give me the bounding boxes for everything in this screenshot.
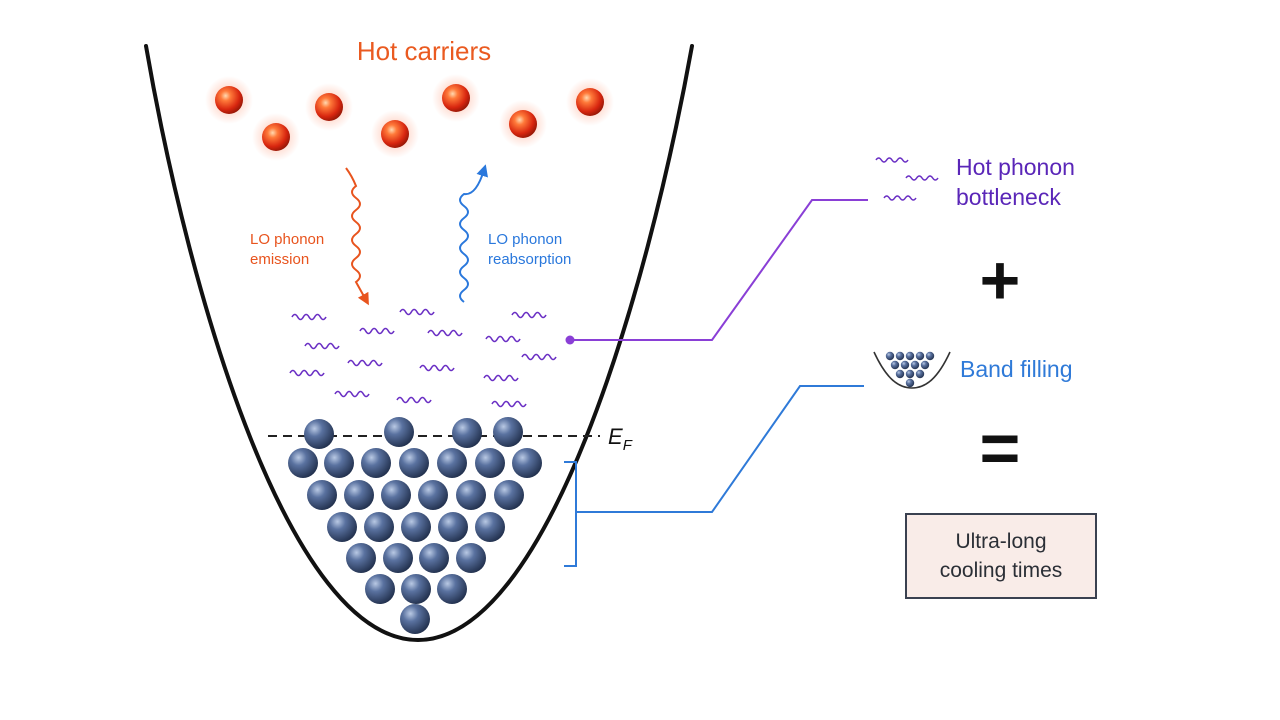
legend-electron [895, 369, 905, 379]
hot-carrier [262, 123, 290, 151]
emission-label-line1: LO phonon [250, 231, 324, 248]
electron [400, 604, 430, 634]
electron [418, 480, 448, 510]
legend-phonon-squiggle [883, 195, 917, 201]
electron [346, 543, 376, 573]
legend-electron [895, 351, 905, 361]
phonon-icon [511, 311, 547, 319]
electron [344, 480, 374, 510]
phonon-connector-line [574, 199, 868, 341]
phonon-cloud [289, 308, 557, 408]
result-line1: Ultra-long [955, 530, 1047, 553]
equals-sign: = [980, 409, 1021, 487]
electron [419, 543, 449, 573]
electron-sea [288, 417, 542, 634]
electron [401, 574, 431, 604]
electron [493, 417, 523, 447]
fermi-symbol: E [608, 424, 623, 449]
electron [437, 448, 467, 478]
phonon-icon [419, 364, 455, 372]
phonon-icon [289, 369, 325, 377]
phonon-icon [347, 359, 383, 367]
lo-phonon-emission-arrow [345, 167, 369, 306]
electron [475, 448, 505, 478]
phonon-icon [485, 335, 521, 343]
hot-carrier [509, 110, 537, 138]
hot-phonon-icon [875, 157, 939, 201]
plus-sign: + [980, 241, 1021, 319]
band-connector-line [586, 385, 864, 513]
hot-carriers-group [205, 74, 614, 161]
phonon-icon [291, 313, 327, 321]
electron [307, 480, 337, 510]
legend-electron [890, 360, 900, 370]
band-filling-label: Band filling [960, 356, 1073, 382]
electron [364, 512, 394, 542]
electron [475, 512, 505, 542]
electron [365, 574, 395, 604]
electron [512, 448, 542, 478]
phonon-icon [334, 390, 370, 398]
band-parabola [144, 44, 694, 643]
legend-electron [905, 369, 915, 379]
electron [304, 419, 334, 449]
band-filling-icon [873, 351, 951, 389]
reabsorption-label-line2: reabsorption [488, 251, 571, 268]
phonon-icon [359, 327, 395, 335]
electron [324, 448, 354, 478]
emission-label-line2: emission [250, 251, 309, 268]
electron [456, 543, 486, 573]
hot-phonon-label-line2: bottleneck [956, 184, 1061, 210]
hot-carrier [215, 86, 243, 114]
hot-carrier [442, 84, 470, 112]
legend-electron [900, 360, 910, 370]
legend-electron [885, 351, 895, 361]
electron [384, 417, 414, 447]
band-filling-bracket [564, 461, 586, 567]
legend-electron [915, 351, 925, 361]
result-line2: cooling times [939, 559, 1063, 582]
phonon-connector-dot [565, 335, 575, 345]
phonon-icon [483, 374, 519, 382]
hot-carrier [315, 93, 343, 121]
legend-electron [905, 351, 915, 361]
phonon-icon [399, 308, 435, 316]
hot-carriers-title: Hot carriers [357, 36, 491, 66]
phonon-icon [491, 400, 527, 408]
electron [494, 480, 524, 510]
electron [383, 543, 413, 573]
legend-electron [905, 378, 915, 388]
electron [401, 512, 431, 542]
legend-electron [910, 360, 920, 370]
legend-electron [915, 369, 925, 379]
hot-phonon-label-line1: Hot phonon [956, 154, 1075, 180]
electron [288, 448, 318, 478]
electron [438, 512, 468, 542]
hot-carrier [576, 88, 604, 116]
lo-phonon-reabsorption-arrow [459, 164, 488, 303]
electron [437, 574, 467, 604]
legend-electron [920, 360, 930, 370]
electron [399, 448, 429, 478]
electron [452, 418, 482, 448]
legend-electron [925, 351, 935, 361]
result-box: Ultra-long cooling times [905, 513, 1097, 599]
legend-phonon-squiggle [875, 157, 909, 163]
electron [361, 448, 391, 478]
hot-carrier [381, 120, 409, 148]
phonon-icon [521, 353, 557, 361]
fermi-subscript: F [623, 437, 633, 454]
fermi-level-label: EF [608, 424, 633, 454]
phonon-icon [304, 342, 340, 350]
electron [327, 512, 357, 542]
phonon-icon [396, 396, 432, 404]
legend-phonon-squiggle [905, 175, 939, 181]
phonon-icon [427, 329, 463, 337]
reabsorption-label-line1: LO phonon [488, 231, 562, 248]
electron [456, 480, 486, 510]
electron [381, 480, 411, 510]
band-filling-icon-electrons [885, 351, 935, 388]
